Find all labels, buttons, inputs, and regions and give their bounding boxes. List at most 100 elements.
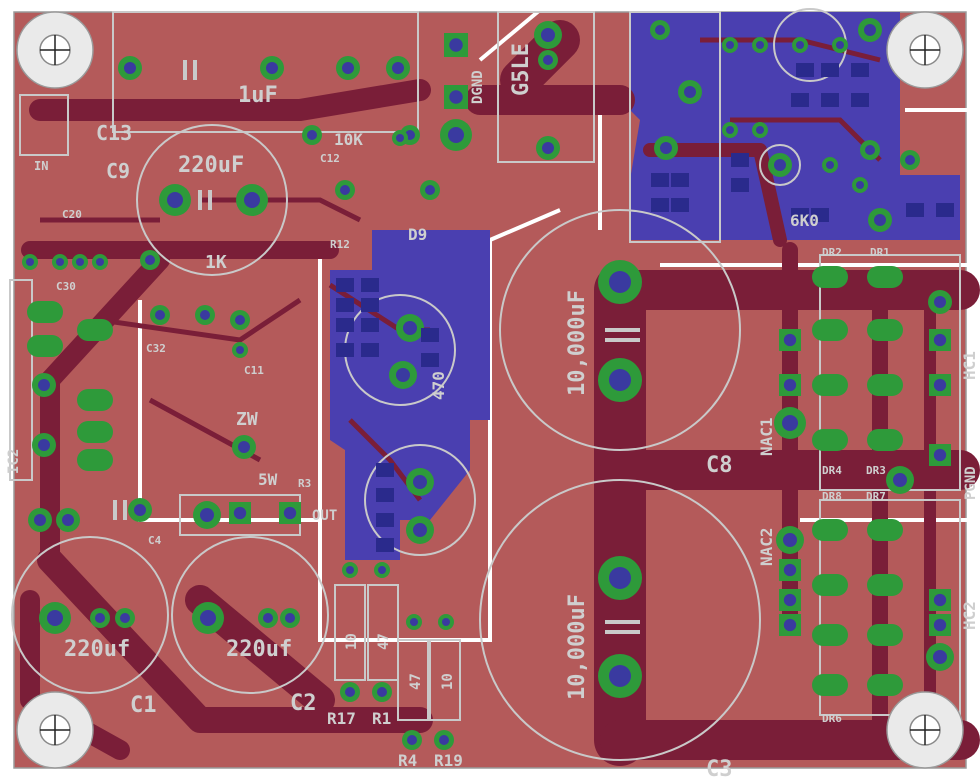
drill-hole [345,687,355,697]
smd-pad [376,463,394,477]
drill-hole [864,24,876,36]
drill-hole [167,192,183,208]
silk-text: C13 1uF C9 220uF C8 C3 C1 220uf C2 220uf… [6,43,979,782]
oblong-pad [812,429,848,451]
oblong-pad [77,389,113,411]
drill-hole [542,142,554,154]
label-c2-value: 220uf [226,637,292,662]
oblong-pad [812,374,848,396]
smd-pad [671,173,689,187]
drill-hole [726,41,734,49]
label-dgnd: DGND [470,70,486,104]
drill-hole [56,258,64,266]
smd-pad [671,198,689,212]
drill-hole [155,310,165,320]
drill-hole [233,506,247,520]
label-c9: C9 [106,159,130,183]
label-r47b: 47 [408,673,424,690]
label-c3-value: 10,000uF [565,594,590,700]
oblong-pad [867,266,903,288]
drill-hole [609,369,631,391]
drill-hole [200,610,216,626]
label-dr2: DR2 [822,246,842,259]
smd-pad [936,203,954,217]
smd-pad [336,343,354,357]
drill-hole [442,618,450,626]
drill-hole [34,514,46,526]
drill-hole [392,62,404,74]
drill-hole [342,62,354,74]
drill-hole [38,379,50,391]
label-c1: C1 [130,693,157,718]
label-r3: R3 [298,477,311,490]
drill-hole [266,62,278,74]
drill-hole [796,41,804,49]
oblong-pad [77,449,113,471]
smd-pad [376,488,394,502]
smd-pad [361,343,379,357]
drill-hole [543,55,553,65]
drill-hole [655,25,665,35]
drill-hole [609,271,631,293]
label-dr8: DR8 [822,490,842,503]
drill-hole [76,258,84,266]
drill-hole [865,145,875,155]
label-dr3: DR3 [866,464,886,477]
drill-hole [340,185,350,195]
oblong-pad [77,319,113,341]
label-c13: C13 [96,121,132,145]
smd-pad [811,208,829,222]
drill-hole [782,415,798,431]
oblong-pad [812,674,848,696]
oblong-pad [27,335,63,357]
oblong-pad [812,319,848,341]
label-5w: 5W [258,470,278,489]
label-r10a: 10 [344,633,360,650]
drill-hole [413,523,427,537]
drill-hole [660,142,672,154]
drill-hole [934,296,946,308]
drill-hole [933,650,947,664]
label-dr6: DR6 [822,712,842,725]
smd-pad [821,63,839,77]
drill-hole [783,618,797,632]
drill-hole [449,90,463,104]
pads [22,18,954,750]
label-d9: D9 [408,225,427,244]
smd-pad [361,318,379,332]
drill-hole [307,130,317,140]
drill-hole [933,448,947,462]
label-r4: R4 [398,751,417,770]
label-dr4: DR4 [822,464,842,477]
oblong-pad [812,624,848,646]
drill-hole [783,563,797,577]
label-c12: C12 [320,152,340,165]
drill-hole [933,378,947,392]
label-c8: C8 [706,453,733,478]
drill-hole [836,41,844,49]
drill-hole [783,378,797,392]
label-hc1: HC1 [960,351,979,380]
drill-hole [96,258,104,266]
drill-hole [439,735,449,745]
drill-hole [134,504,146,516]
drill-hole [200,310,210,320]
smd-pad [376,513,394,527]
label-c13-value: 1uF [238,83,278,108]
drill-hole [541,28,555,42]
drill-hole [893,473,907,487]
drill-hole [235,315,245,325]
label-c32: C32 [146,342,166,355]
oblong-pad [812,574,848,596]
smd-pad [336,318,354,332]
smd-pad [336,298,354,312]
smd-pad [821,93,839,107]
smd-pad [731,153,749,167]
drill-hole [783,333,797,347]
drill-hole [38,439,50,451]
drill-hole [826,161,834,169]
drill-hole [377,687,387,697]
oblong-pad [867,374,903,396]
smd-pad [421,328,439,342]
drill-hole [283,506,297,520]
